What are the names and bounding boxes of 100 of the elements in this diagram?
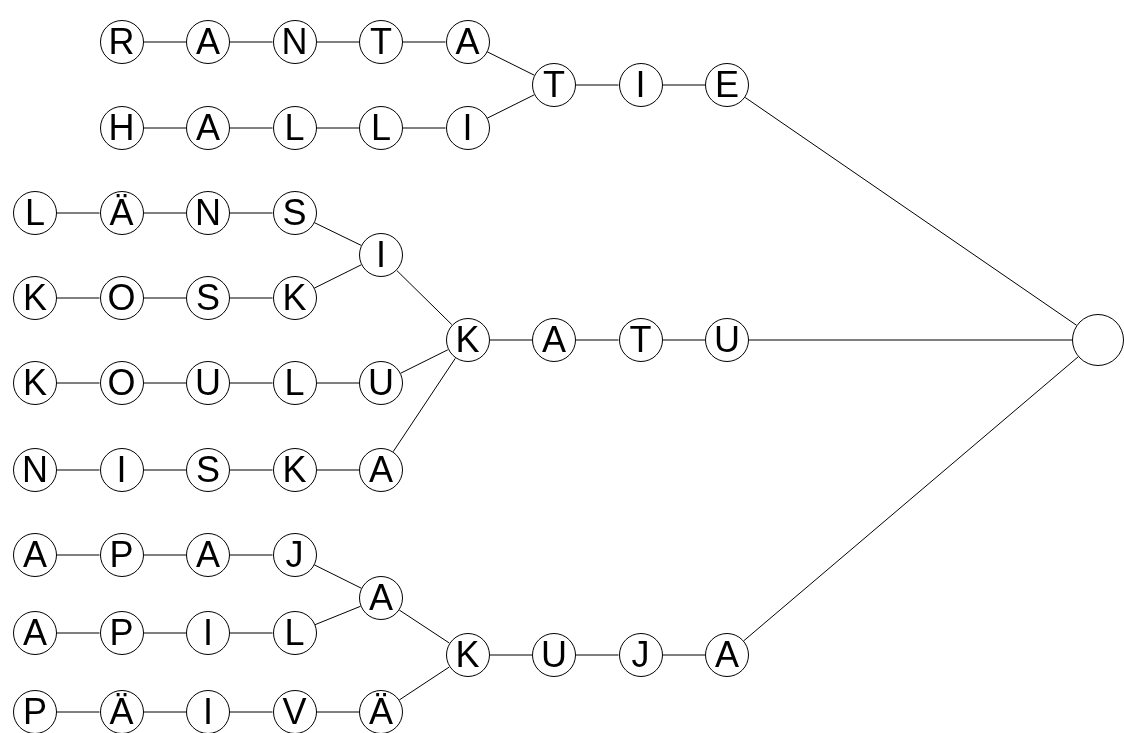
letter-circle [99, 611, 144, 655]
connector-line [229, 212, 273, 214]
connector-line [392, 357, 456, 453]
letter: A [196, 110, 220, 146]
letter-circle [186, 690, 230, 733]
connector-line [314, 605, 362, 626]
letter: N [281, 24, 308, 60]
connector-line [56, 469, 100, 471]
letter-circle [13, 276, 57, 320]
letter-circle [272, 690, 317, 733]
letter-circle [445, 106, 490, 150]
letter: Ä [369, 694, 393, 730]
letter: H [108, 110, 135, 146]
connector-line [56, 297, 100, 299]
letter: V [282, 694, 307, 730]
letter-circle [13, 690, 57, 733]
letter-circle [359, 20, 403, 64]
letter: K [23, 365, 47, 401]
connector-line [400, 349, 449, 374]
letter: I [462, 110, 473, 146]
letter-circle [13, 191, 57, 235]
connector-line [229, 554, 273, 556]
connector-line [313, 264, 362, 289]
letter-circle [445, 318, 490, 362]
letter: A [23, 537, 47, 573]
letter: A [369, 580, 393, 616]
letter-circle [272, 361, 317, 405]
connector-line [748, 339, 1073, 341]
connector-line [662, 84, 706, 86]
letter: T [543, 67, 565, 103]
letter: O [107, 365, 136, 401]
letter: K [282, 452, 307, 488]
letter-circle [359, 361, 403, 405]
letter-circle [186, 533, 230, 577]
letter-circle [186, 106, 230, 150]
letter-circle [532, 633, 576, 677]
letter: K [282, 280, 307, 316]
letter-circle [272, 611, 317, 655]
letter-circle [186, 276, 230, 320]
letter-circle [359, 233, 403, 277]
letter: J [631, 637, 650, 673]
connector-line [398, 609, 450, 644]
letter: I [635, 67, 646, 103]
connector-line [229, 41, 273, 43]
letter-circle [99, 533, 144, 577]
connector-line [143, 127, 187, 129]
letter-circle [618, 633, 663, 677]
connector-line [316, 41, 360, 43]
letter-circle [186, 20, 230, 64]
letter: T [370, 24, 392, 60]
connector-line [143, 382, 187, 384]
connector-line [486, 94, 535, 119]
letter: Ä [109, 694, 134, 730]
letter: U [714, 322, 740, 358]
letter-circle [532, 63, 576, 107]
connector-line [402, 41, 446, 43]
letter-circle [99, 690, 144, 733]
letter: A [196, 24, 220, 60]
letter: L [25, 195, 45, 231]
connector-line [143, 469, 187, 471]
letter-circle [13, 448, 57, 492]
connector-line [489, 654, 533, 656]
connector-line [313, 222, 362, 246]
letter: Ä [109, 195, 134, 231]
letter: P [109, 537, 134, 573]
letter: A [369, 452, 393, 488]
letter: U [195, 365, 221, 401]
letter: A [23, 615, 47, 651]
connector-line [56, 382, 100, 384]
connector-line [743, 356, 1079, 642]
connector-line [316, 711, 360, 713]
letter-circle [532, 318, 576, 362]
letter-circle [272, 448, 317, 492]
connector-line [575, 654, 619, 656]
connector-line [662, 339, 706, 341]
letter: N [22, 452, 48, 488]
letter-circle [99, 20, 144, 64]
connector-line [486, 51, 535, 76]
connector-line [662, 654, 706, 656]
letter-circle [618, 318, 663, 362]
letter: K [455, 322, 480, 358]
letter-circle [705, 63, 749, 107]
letter: P [109, 615, 134, 651]
letter-circle [99, 448, 144, 492]
letter: L [284, 365, 305, 401]
letter: I [116, 452, 127, 488]
letter: N [195, 195, 221, 231]
letter: L [284, 110, 305, 146]
letter: I [376, 237, 386, 273]
letter: S [196, 280, 220, 316]
connector-line [396, 269, 453, 326]
letter: L [371, 110, 391, 146]
connector-line [229, 632, 273, 634]
connector-line [316, 127, 360, 129]
letter-circle [99, 106, 144, 150]
letter: O [107, 280, 136, 316]
letter-circle [186, 361, 230, 405]
letter-circle [186, 611, 230, 655]
connector-line [143, 554, 187, 556]
connector-line [229, 297, 273, 299]
